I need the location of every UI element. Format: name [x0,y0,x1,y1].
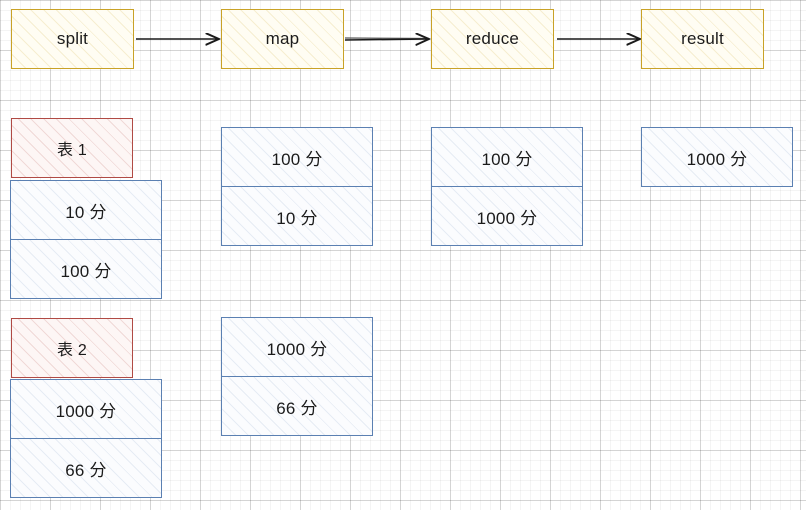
stage-result-label: result [681,29,724,48]
stage-reduce[interactable]: reduce [431,9,554,69]
split-table-2-row-1[interactable]: 1000 分 [10,379,162,439]
map-group-2-row-1[interactable]: 1000 分 [221,317,373,377]
split-table-1-header[interactable]: 表 1 [11,118,133,178]
split-table-1-row-2-label: 100 分 [60,261,112,281]
stage-result[interactable]: result [641,9,764,69]
split-table-2-row-2[interactable]: 66 分 [10,438,162,498]
split-table-1-row-2[interactable]: 100 分 [10,239,162,299]
reduce-group-1-row-2[interactable]: 1000 分 [431,186,583,246]
stage-map-label: map [265,29,300,48]
reduce-group-1-row-2-label: 1000 分 [476,208,538,228]
split-table-1-row-1[interactable]: 10 分 [10,180,162,240]
map-group-2-row-2[interactable]: 66 分 [221,376,373,436]
map-group-1-row-1[interactable]: 100 分 [221,127,373,187]
reduce-group-1-row-1-label: 100 分 [481,149,533,169]
stage-split[interactable]: split [11,9,134,69]
result-group-1-row-1[interactable]: 1000 分 [641,127,793,187]
split-table-2-header-label: 表 2 [57,342,87,359]
split-table-2-header[interactable]: 表 2 [11,318,133,378]
map-group-2-row-1-label: 1000 分 [266,339,328,359]
map-group-2-row-2-label: 66 分 [276,398,318,418]
map-group-1-row-1-label: 100 分 [271,149,323,169]
reduce-group-1-row-1[interactable]: 100 分 [431,127,583,187]
map-group-1-row-2-label: 10 分 [276,208,318,228]
map-group-1-row-2[interactable]: 10 分 [221,186,373,246]
split-table-2-row-2-label: 66 分 [65,460,107,480]
result-group-1-row-1-label: 1000 分 [686,149,748,169]
arrow-map-to-reduce [344,38,429,40]
split-table-1-header-label: 表 1 [57,142,87,159]
stage-reduce-label: reduce [465,29,520,48]
stage-split-label: split [56,29,89,48]
split-table-1-row-1-label: 10 分 [65,202,107,222]
split-table-2-row-1-label: 1000 分 [55,401,117,421]
stage-map[interactable]: map [221,9,344,69]
